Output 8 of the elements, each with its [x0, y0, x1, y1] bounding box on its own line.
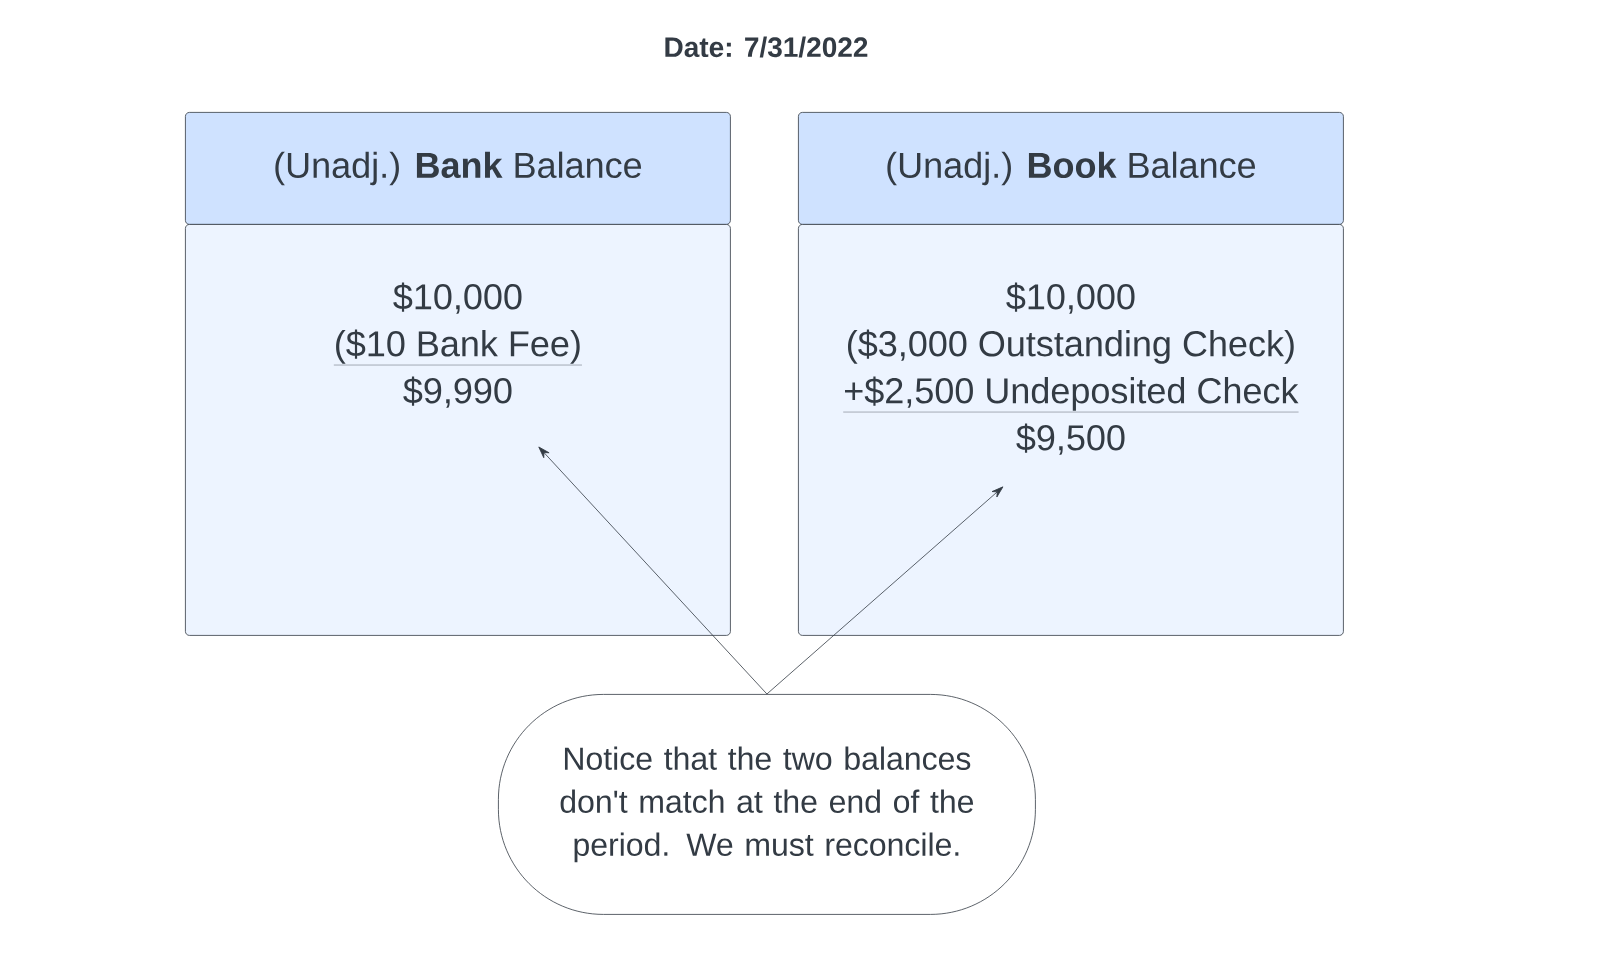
- callout-bubble: Notice that the two balances don't match at the end of the period. We must reconcile.: [498, 694, 1036, 915]
- title: Date: 7/31/2022: [665, 36, 868, 58]
- arrow: [538, 446, 768, 695]
- arrow: [766, 486, 1004, 695]
- header-box: (Unadj.) Book Balance: [798, 112, 1344, 225]
- header-box: (Unadj.) Bank Balance: [185, 112, 731, 225]
- balance-box: $10,000 ($3,000 Outstanding Check) +$2,500 Undeposited Check $9,500: [798, 224, 1344, 636]
- balance-box: $10,000 ($10 Bank Fee) $9,990: [185, 224, 731, 636]
